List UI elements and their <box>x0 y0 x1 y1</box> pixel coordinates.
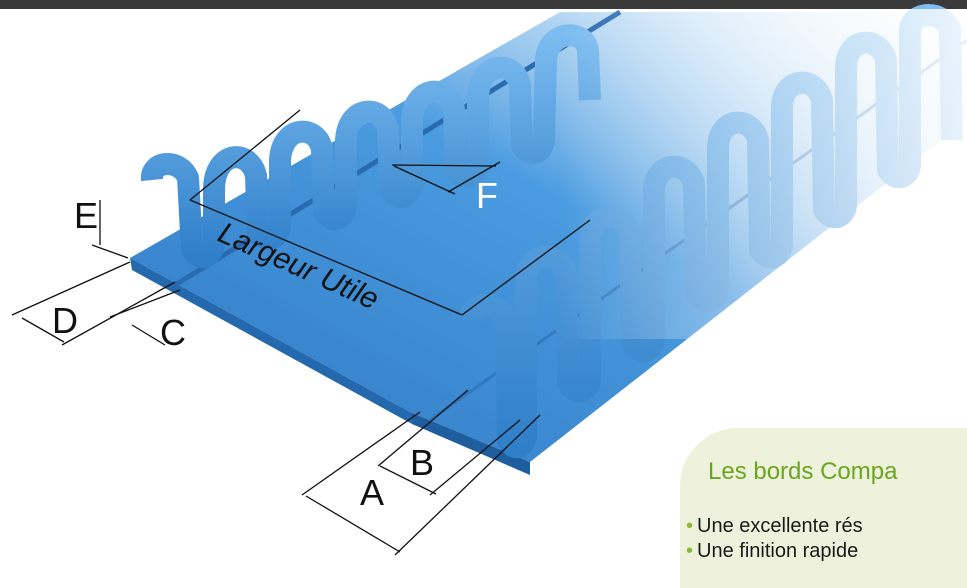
info-panel-title: Les bords Compa <box>708 458 898 485</box>
info-panel: Les bords Compa •Une excellente rés •Une… <box>680 428 967 588</box>
dimension-label-e: E <box>74 195 98 236</box>
info-panel-bullet-2: •Une finition rapide <box>686 540 859 562</box>
dimension-label-c: C <box>160 312 186 353</box>
dimension-label-f: F <box>476 175 498 216</box>
sidewall-belt-diagram: E D C F B A Largeur Utile <box>11 4 967 556</box>
perspective-fade <box>560 9 967 339</box>
info-panel-bullet-1: •Une excellente rés <box>686 515 863 537</box>
dimension-label-d: D <box>52 300 78 341</box>
info-panel-bullet-1-text: Une excellente rés <box>697 515 863 537</box>
top-border-strip <box>0 0 967 9</box>
belt-front-edge <box>130 258 412 424</box>
dimension-label-b: B <box>410 442 434 483</box>
belt-side-edge <box>410 412 530 475</box>
info-panel-list: •Une excellente rés •Une finition rapide <box>686 515 863 565</box>
dimension-label-a: A <box>360 472 384 513</box>
dimension-lines <box>11 109 591 556</box>
left-sidewall <box>141 24 601 269</box>
info-panel-bullet-2-text: Une finition rapide <box>697 540 859 562</box>
